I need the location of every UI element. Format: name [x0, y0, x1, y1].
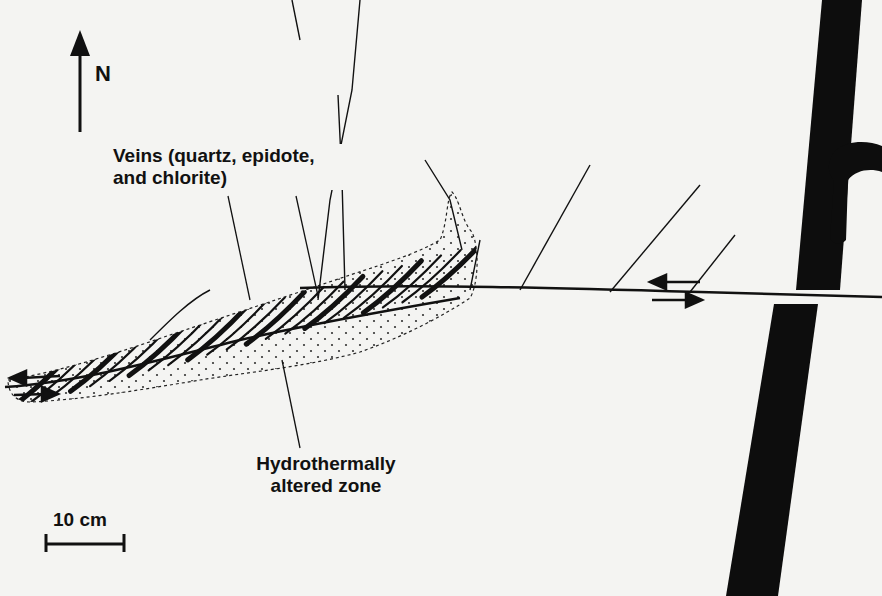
hammer [829, 142, 882, 244]
north-arrow [70, 30, 90, 132]
vein-set [12, 245, 480, 407]
leader-lines [228, 196, 318, 448]
slip-arrows [10, 275, 702, 401]
zone-label: Hydrothermally altered zone [238, 452, 414, 498]
vein [110, 329, 168, 381]
vein [383, 255, 441, 307]
scale-label: 10 cm [50, 508, 110, 532]
scale-bar [46, 534, 124, 552]
aplite-dike [726, 304, 818, 596]
fault-trace [300, 286, 882, 297]
vein-label: Veins (quartz, epidote, and chlorite) [110, 144, 346, 190]
fault-trace [5, 298, 460, 387]
vein [149, 318, 207, 370]
vein [324, 271, 382, 323]
vein [402, 250, 460, 302]
vein [51, 345, 109, 397]
vein [422, 245, 480, 297]
vein [266, 287, 324, 339]
vein [285, 282, 343, 334]
vein [90, 334, 148, 386]
vein [71, 339, 129, 391]
altered-zone [8, 192, 477, 402]
north-label: N [92, 62, 114, 86]
vein [168, 313, 226, 365]
